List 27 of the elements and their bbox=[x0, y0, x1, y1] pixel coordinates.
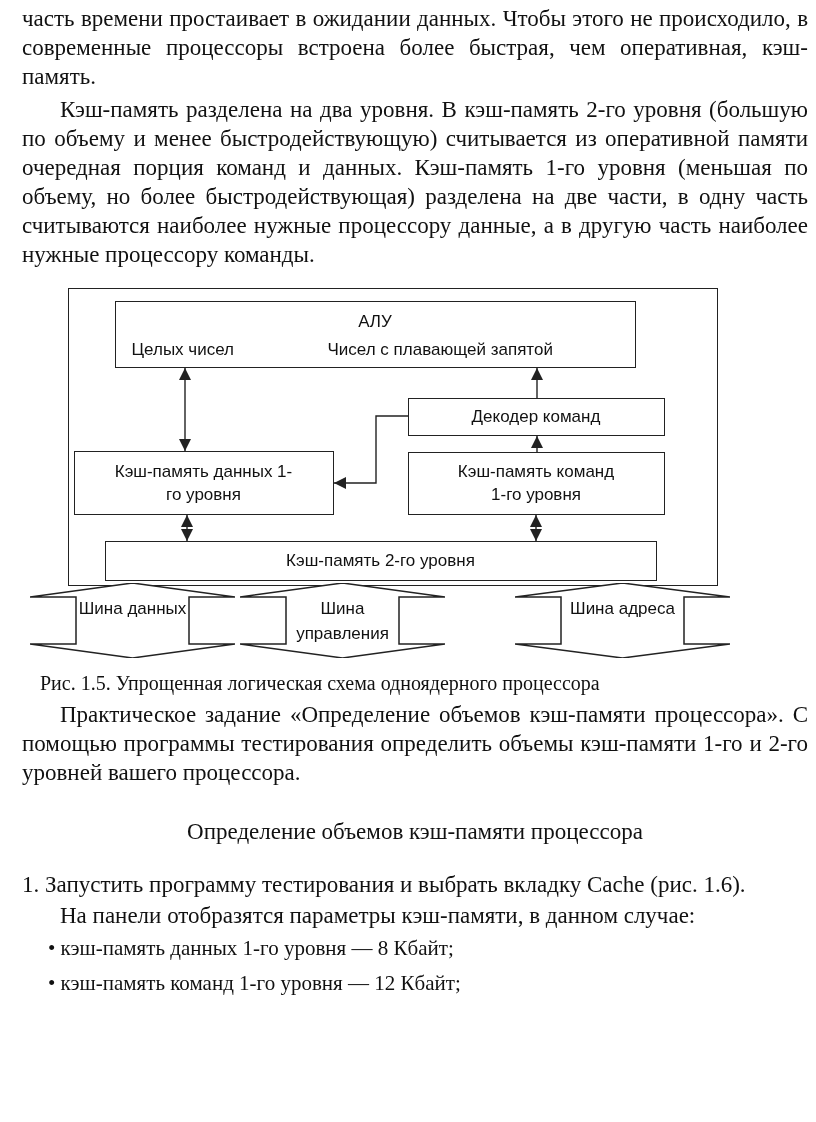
decoder-box: Декодер команд bbox=[407, 397, 665, 436]
list-item: 1. Запустить программу тестирования и выбрать вкладку Cache (рис. 1.6). bbox=[22, 871, 747, 899]
box-heading: АЛУ bbox=[357, 310, 393, 333]
box-text: Целых чисел bbox=[131, 338, 234, 361]
bus-label: Шина адреса bbox=[569, 598, 676, 620]
cache-box: Кэш-память 2-го уровня bbox=[104, 540, 657, 581]
figure-caption: Рис. 1.5. Упрощенная логическая схема одноядерного процессора bbox=[40, 671, 601, 697]
arrow bbox=[531, 367, 543, 399]
processor-box bbox=[68, 288, 718, 586]
arrow bbox=[530, 514, 542, 542]
list-item: • кэш-память команд 1-го уровня — 12 Кбайт; bbox=[48, 970, 462, 997]
alu-box bbox=[114, 300, 636, 368]
bus-label: Шина данных bbox=[77, 598, 188, 620]
list-item: • кэш-память данных 1-го уровня — 8 Кбайт; bbox=[48, 935, 455, 962]
cache-box: Кэш-память команд 1-го уровня bbox=[407, 451, 665, 515]
bus-label: Шина управления bbox=[295, 598, 390, 645]
paragraph: Практическое задание «Определение объемов кэш-памяти процессора». С помощью программы тестирования определить объемы кэш-памяти 1-го и 2-го уровней вашего процессора. bbox=[22, 701, 808, 787]
arrow bbox=[181, 514, 193, 542]
cache-box: Кэш-память данных 1-го уровня bbox=[73, 450, 334, 515]
box-text: Чисел с плавающей запятой bbox=[327, 338, 553, 361]
arrow bbox=[179, 367, 191, 452]
arrow bbox=[531, 435, 543, 453]
section-heading: Определение объемов кэш-памяти процессора bbox=[186, 818, 644, 846]
paragraph: Кэш-память разделена на два уровня. В кэш-память 2-го уровня (большую по объему и менее быстродействующую) считывается из оперативной памяти очередная порция команд и данных. Кэш-память 1-го уровня (меньшая по объему, но более быстродействующая) разделена на две части, в одну часть считываются наиболее нужные процессору данные, а в другую часть наиболее нужные процессору команды. bbox=[22, 96, 808, 269]
arrow bbox=[333, 415, 409, 489]
paragraph: На панели отобразятся параметры кэш-памяти, в данном случае: bbox=[59, 902, 697, 930]
paragraph: часть времени простаивает в ожидании данных. Чтобы этого не происходило, в современные процессоры встроена более быстрая, чем оперативная, кэш-память. bbox=[22, 5, 808, 91]
